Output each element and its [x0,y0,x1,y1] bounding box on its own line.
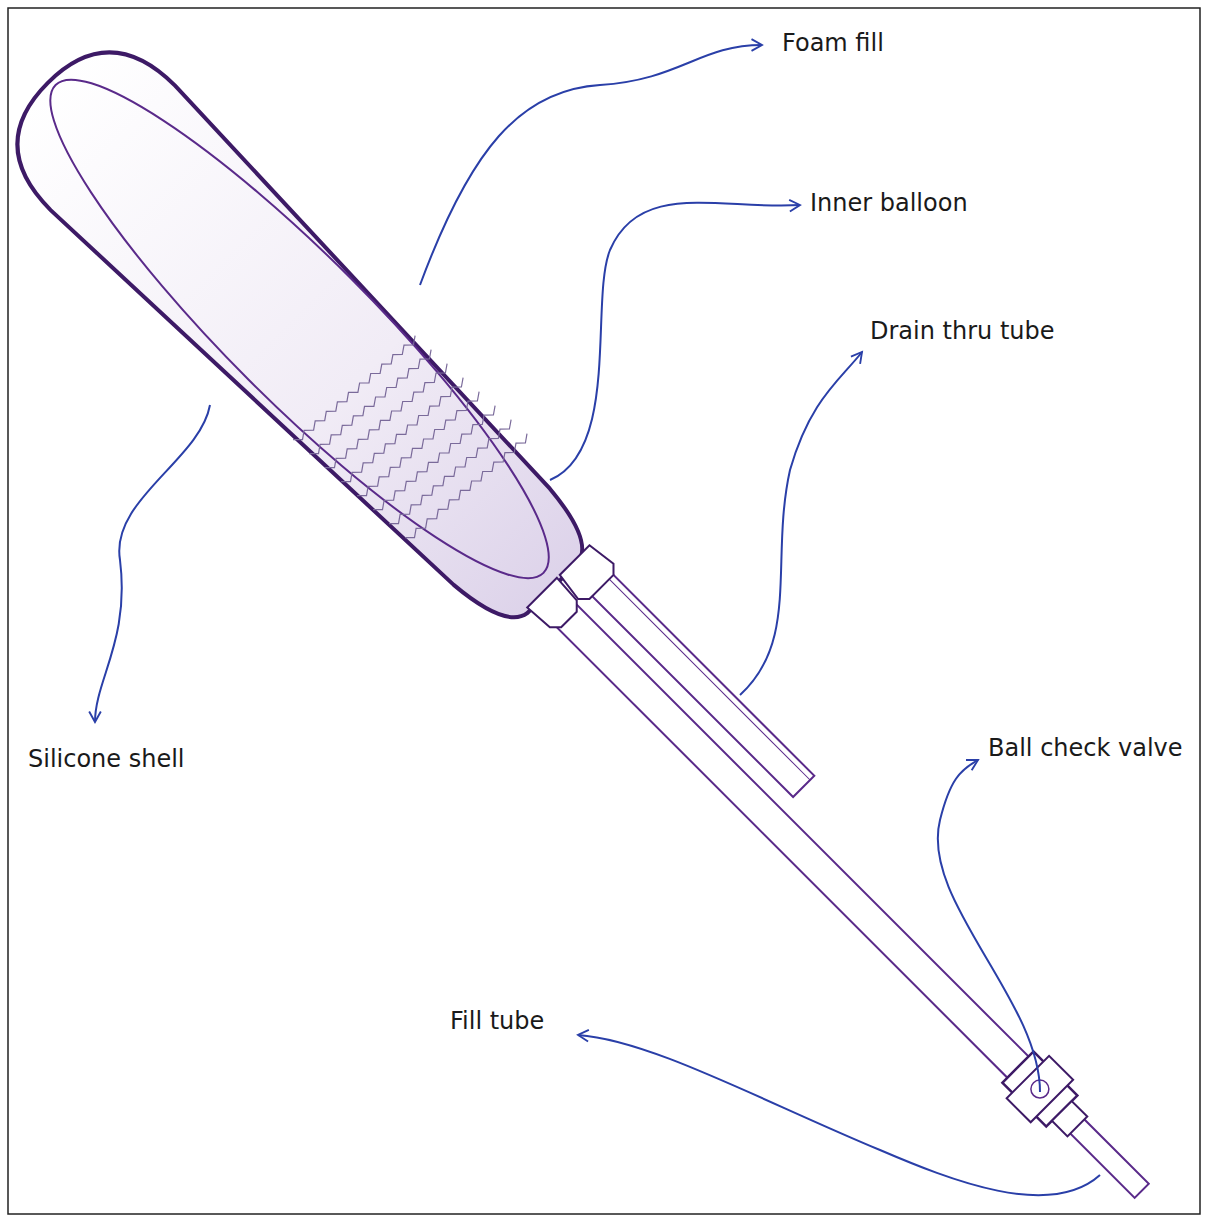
foam-zigzag [357,392,479,496]
leader-lines [95,45,1100,1195]
foam-texture [293,336,527,538]
leader-line [740,352,862,695]
foam-zigzag [325,364,447,468]
foam-zigzag [341,378,463,482]
neck-fitting [527,578,584,635]
part-label: Foam fill [782,30,884,56]
foam-zigzag [293,336,415,440]
foam-zigzag [389,420,511,524]
fill-tube [551,600,1028,1077]
leader-line [578,1035,1100,1195]
part-label: Drain thru tube [870,318,1055,344]
leader-line [95,405,210,722]
part-label: Fill tube [450,1008,544,1034]
leader-line [938,760,1040,1092]
part-label: Ball check valve [988,735,1183,761]
device [0,21,1208,1222]
foam-zigzag [373,406,495,510]
valve-collar [1052,1101,1087,1136]
foam-zigzag [309,350,431,454]
inner-balloon [5,34,595,624]
foam-zigzag [405,434,527,538]
part-label: Silicone shell [28,746,185,772]
part-label: Inner balloon [810,190,968,216]
leader-line [550,203,800,480]
leader-line [420,45,762,285]
